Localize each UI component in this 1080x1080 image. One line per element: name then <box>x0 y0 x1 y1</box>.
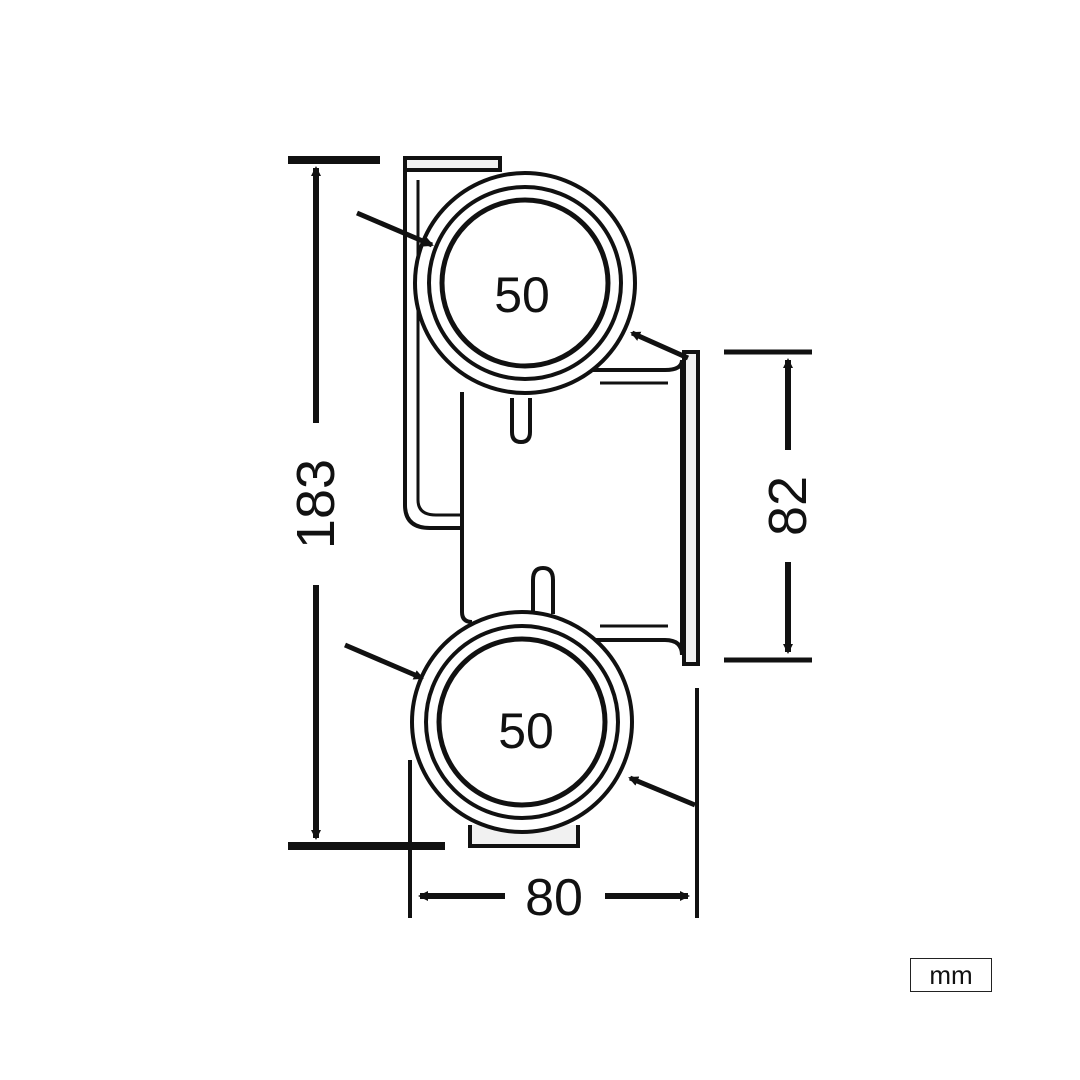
upper-stud <box>510 398 532 445</box>
depth-dimension-label: 80 <box>525 869 583 927</box>
upper-left-leader-arrow <box>356 210 434 248</box>
upper-outlet-middle-ring <box>427 185 623 381</box>
unit-label: mm <box>910 958 992 992</box>
spacing-dimension-label: 82 <box>758 476 818 536</box>
upper-outlet-outer-ring <box>413 171 637 395</box>
left-duct <box>403 170 462 530</box>
upper-right-leader-arrow <box>630 330 690 361</box>
left-duct-inner <box>416 180 462 517</box>
spacing-dimension <box>724 349 812 663</box>
lower-outlet-outer-ring <box>410 610 634 834</box>
height-dimension <box>288 156 445 850</box>
lower-outlet-label: 50 <box>498 703 554 759</box>
side-bell <box>592 359 684 656</box>
fitting-body <box>403 156 700 848</box>
depth-dimension <box>408 688 699 918</box>
leader-arrows <box>344 210 696 808</box>
lower-right-leader-arrow <box>628 775 696 808</box>
top-cap <box>403 156 502 172</box>
side-bell-inner <box>600 381 668 628</box>
upper-outlet-inner-ring <box>439 197 611 369</box>
lower-stud <box>531 565 555 614</box>
height-dimension-label: 183 <box>286 459 346 549</box>
lower-outlet-middle-ring <box>424 624 620 820</box>
upper-outlet-label: 50 <box>494 267 550 323</box>
right-flange <box>682 350 700 666</box>
lower-left-leader-arrow <box>344 642 424 681</box>
lower-outlet-inner-ring <box>436 636 608 808</box>
central-body <box>460 392 473 624</box>
